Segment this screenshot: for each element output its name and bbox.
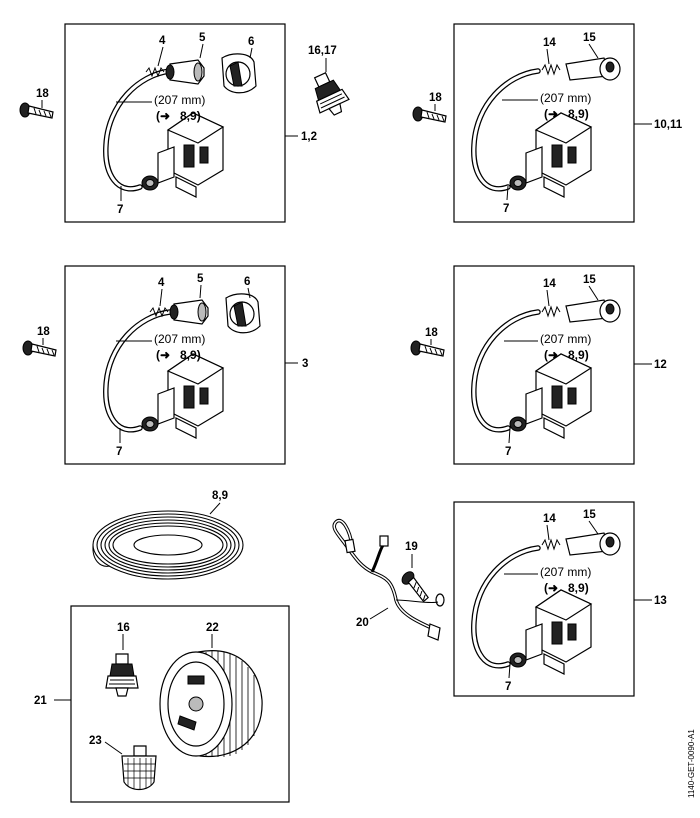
callout-group-1-2: 1,2 — [301, 131, 317, 143]
callout-group-13: 13 — [654, 595, 667, 607]
hose-ref-arrow-10-11: (➜ — [544, 107, 558, 121]
callout-group-10-11: 10,11 — [654, 119, 683, 131]
callout-group-21: 21 — [34, 695, 47, 707]
callout-15-b: 15 — [583, 274, 596, 286]
hose-ref-13: 8,9) — [568, 581, 589, 595]
ignition-module-3 — [106, 312, 223, 438]
callout-20: 20 — [356, 617, 369, 629]
hose-length-10-11: (207 mm) — [540, 91, 591, 105]
group-frame-12 — [453, 265, 635, 465]
air-filter-22 — [159, 650, 263, 758]
hose-ref-1-2: 8,9) — [180, 109, 201, 123]
hose-length-3: (207 mm) — [154, 332, 205, 346]
callout-8-9: 8,9 — [212, 490, 228, 502]
callout-14-b: 14 — [543, 278, 556, 290]
ignition-module-10-11 — [474, 71, 591, 197]
callout-18-d: 18 — [425, 327, 438, 339]
group-frame-13 — [453, 501, 635, 697]
group-frame-21 — [70, 605, 290, 803]
callout-4: 4 — [159, 35, 166, 47]
screw-18-d — [410, 340, 445, 357]
callout-15-a: 15 — [583, 32, 596, 44]
callout-group-3: 3 — [302, 358, 308, 370]
callout-14-c: 14 — [543, 513, 556, 525]
callout-5: 5 — [199, 32, 206, 44]
screw-18-a — [19, 102, 54, 119]
callout-18-b: 18 — [429, 92, 442, 104]
callout-14-a: 14 — [543, 37, 556, 49]
hose-ref-12: 8,9) — [568, 348, 589, 362]
wiring-harness-20 — [332, 518, 445, 641]
spring-cap-12 — [541, 299, 621, 323]
callout-16: 16 — [117, 622, 130, 634]
spring-cap-13 — [541, 532, 621, 556]
coiled-fuel-hose — [92, 510, 244, 580]
hose-ref-arrow-1-2: (➜ — [156, 109, 170, 123]
spring-cap-10-11 — [541, 57, 621, 81]
callout-4-b: 4 — [158, 277, 165, 289]
plug-16-17 — [304, 67, 353, 121]
hose-length-1-2: (207 mm) — [154, 93, 205, 107]
hose-ref-arrow-13: (➜ — [544, 581, 558, 595]
screw-18-c — [22, 340, 57, 357]
hose-ref-arrow-12: (➜ — [544, 348, 558, 362]
callout-7-12: 7 — [505, 446, 511, 458]
group-frame-1-2 — [64, 23, 286, 223]
callout-group-12: 12 — [654, 359, 667, 371]
callout-5-b: 5 — [197, 273, 204, 285]
ignition-module-12 — [474, 312, 591, 438]
screw-19 — [398, 568, 435, 603]
callout-7-10-11: 7 — [503, 203, 509, 215]
callout-23: 23 — [89, 735, 102, 747]
callout-18-c: 18 — [37, 326, 50, 338]
drawing-code: 1140-GET-0090-A1 — [687, 729, 696, 798]
callout-18-a: 18 — [36, 88, 49, 100]
ignition-module-1-2 — [106, 71, 223, 197]
callout-7-13: 7 — [505, 681, 511, 693]
callout-7-3: 7 — [116, 446, 122, 458]
callout-19: 19 — [405, 541, 418, 553]
plug-16 — [105, 653, 139, 697]
callout-16-17: 16,17 — [308, 45, 337, 57]
hose-ref-arrow-3: (➜ — [156, 348, 170, 362]
fuel-filter-23 — [121, 745, 157, 791]
callout-15-c: 15 — [583, 509, 596, 521]
hose-ref-10-11: 8,9) — [568, 107, 589, 121]
hose-ref-3: 8,9) — [180, 348, 201, 362]
callout-7-1-2: 7 — [117, 204, 123, 216]
hose-length-12: (207 mm) — [540, 332, 591, 346]
group-frame-3 — [64, 265, 286, 465]
callout-6: 6 — [248, 36, 254, 48]
callout-6-b: 6 — [244, 276, 250, 288]
screw-18-b — [412, 106, 447, 123]
hose-length-13: (207 mm) — [540, 565, 591, 579]
callout-22: 22 — [206, 622, 219, 634]
group-frame-10-11 — [453, 23, 635, 223]
